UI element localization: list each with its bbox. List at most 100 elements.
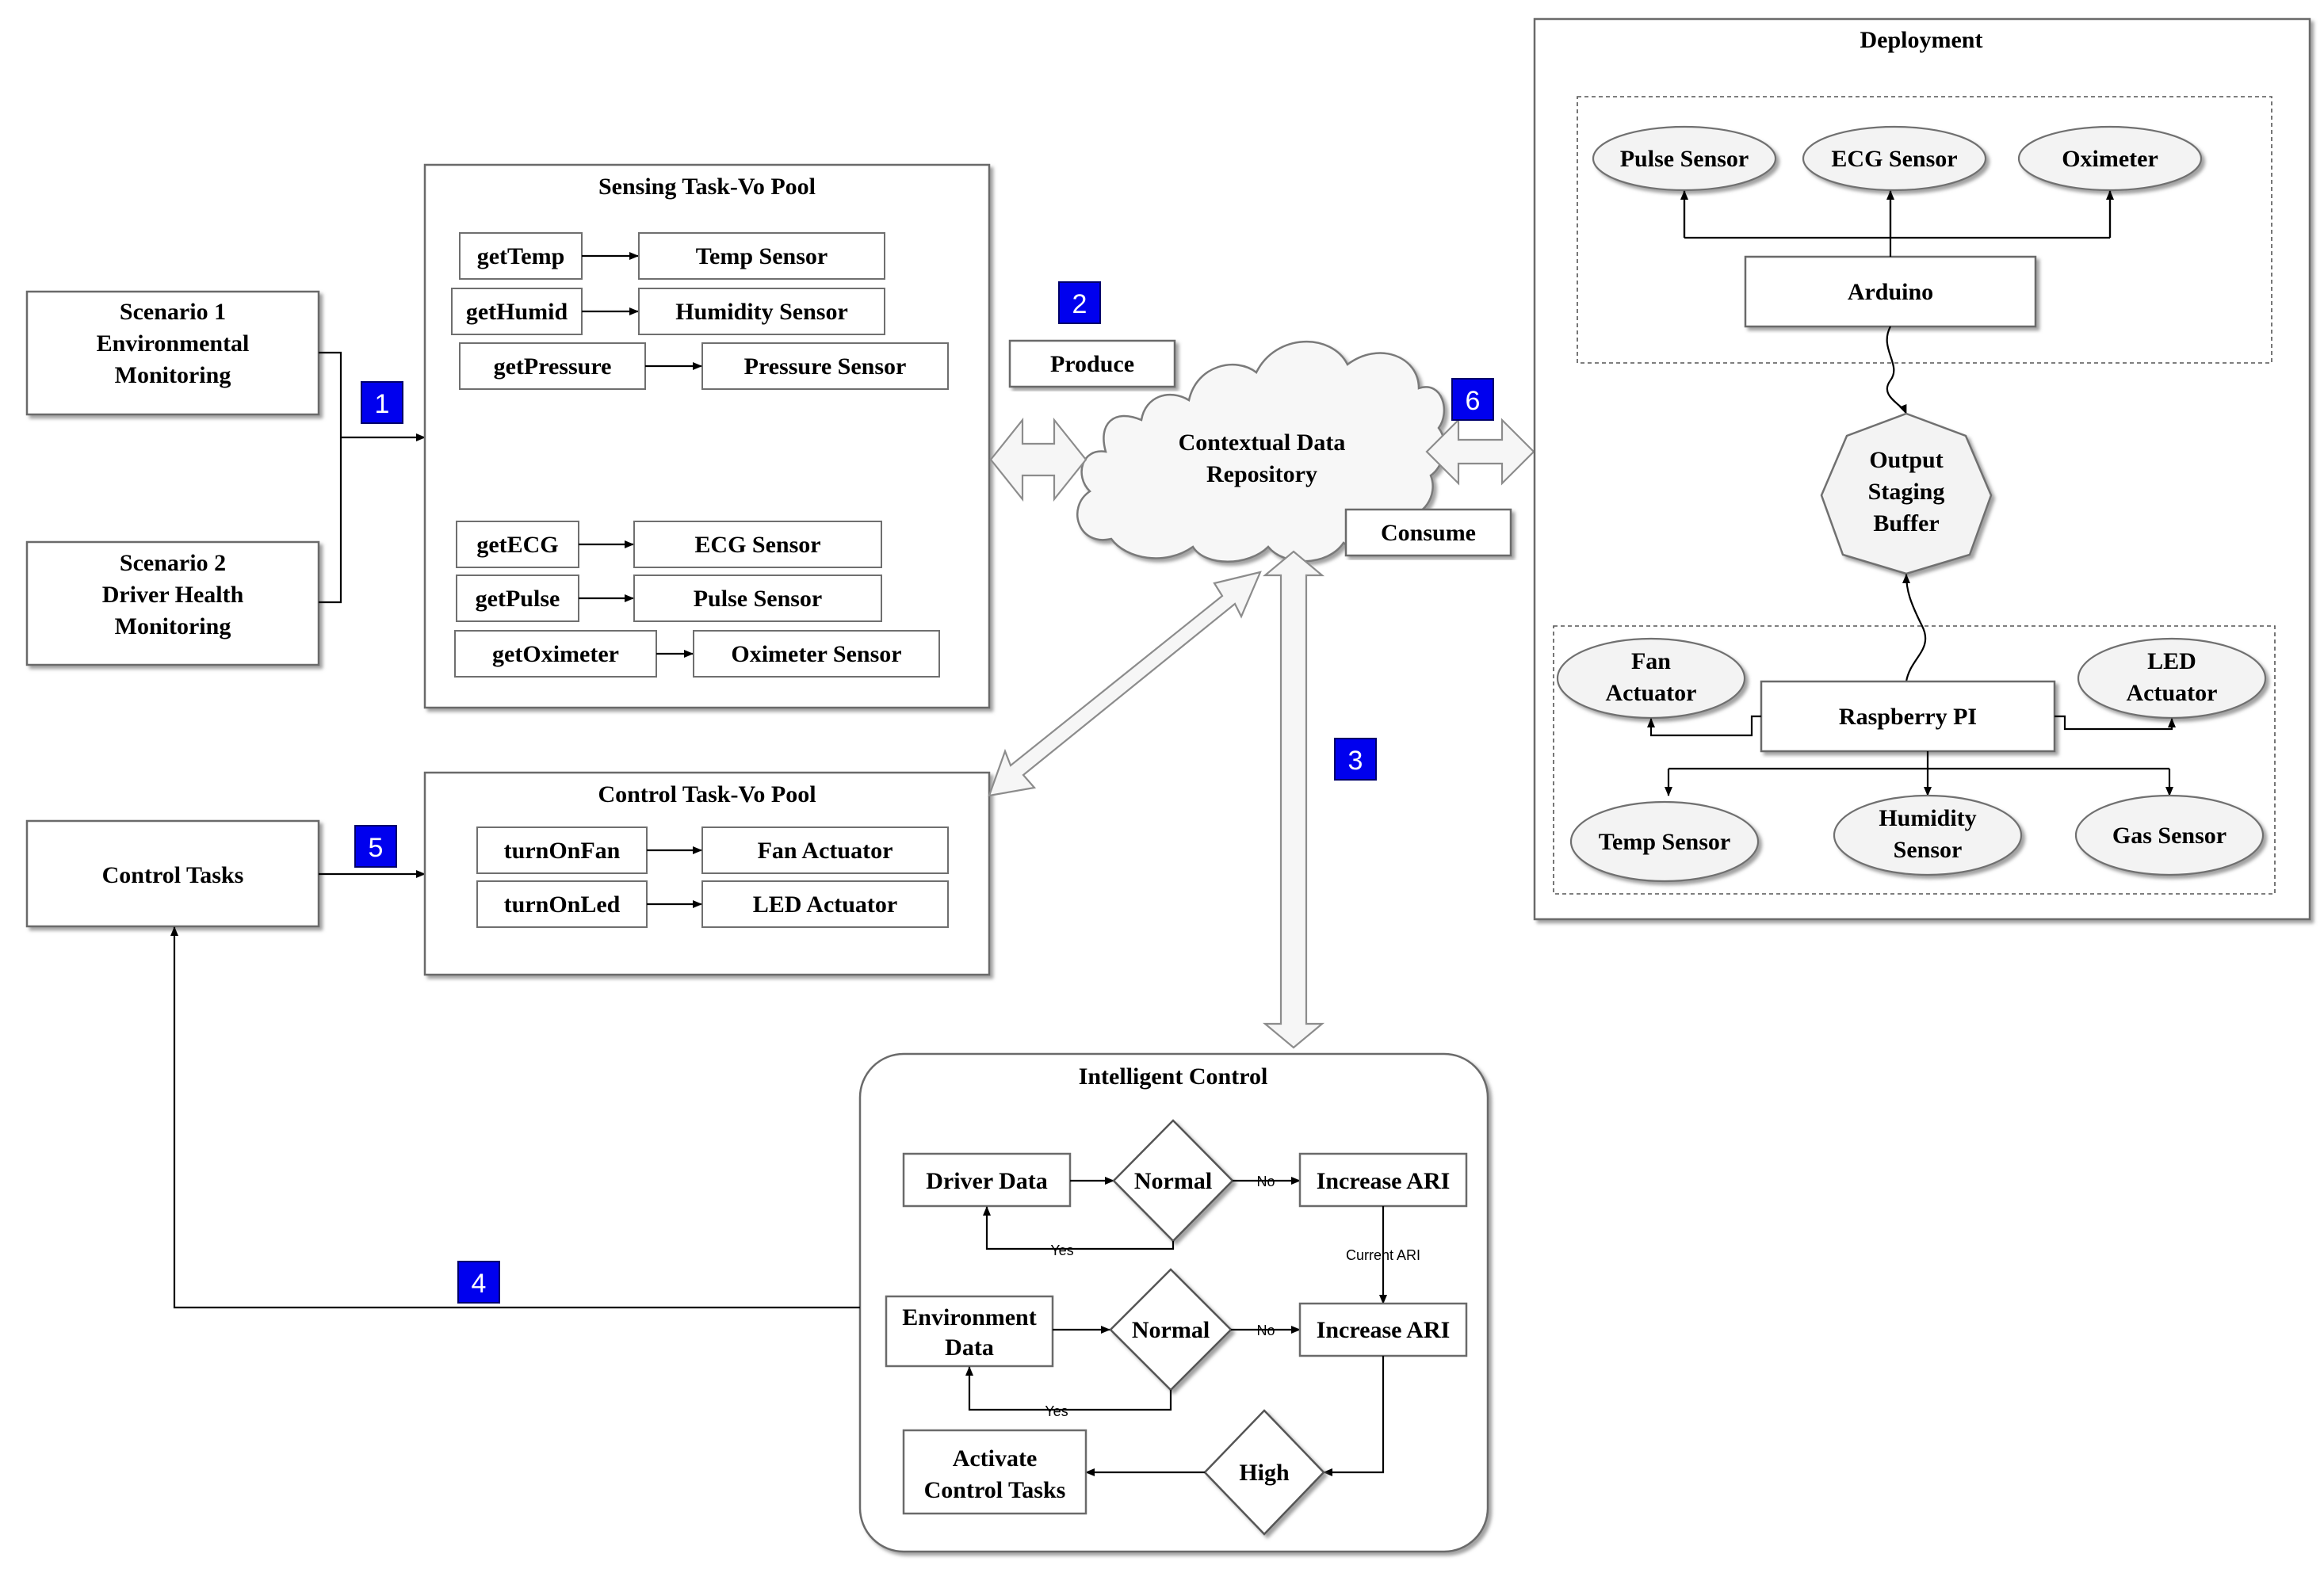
- badge-6-label: 6: [1466, 386, 1481, 416]
- device-ecg-sensor: ECG Sensor: [694, 532, 820, 558]
- scenario-2-line3: Monitoring: [115, 613, 231, 639]
- repository-label-1: Contextual Data: [1179, 429, 1346, 456]
- no-label-2: No: [1256, 1323, 1275, 1338]
- led-label-1: LED: [2147, 648, 2196, 674]
- control-row: turnOnFan Fan Actuator: [476, 826, 949, 874]
- scenario-1-title: Scenario 1: [120, 299, 226, 325]
- driver-data-box: [902, 1152, 1072, 1208]
- sensing-row: getPulse Pulse Sensor: [456, 575, 882, 622]
- task-turnonled: turnOnLed: [504, 891, 621, 918]
- device-led-actuator: LED Actuator: [753, 891, 898, 918]
- sensing-repository-double-arrow: [989, 417, 1087, 502]
- task-turnonfan: turnOnFan: [504, 838, 621, 864]
- device-humidity-sensor: Humidity Sensor: [675, 299, 848, 325]
- normal-1-label: Normal: [1134, 1168, 1212, 1194]
- humidity-label-2: Sensor: [1894, 837, 1963, 863]
- sensing-task-pool: Sensing Task-Vo Pool getTemp Temp Sensor…: [423, 163, 991, 709]
- badge-5: 5: [354, 825, 397, 868]
- output-staging-buffer: [1820, 412, 1993, 575]
- humidity-label-1: Humidity: [1879, 805, 1976, 831]
- sensing-row: getHumid Humidity Sensor: [451, 288, 885, 335]
- scenario-2-box: Scenario 2 Driver Health Monitoring: [25, 540, 320, 666]
- high-label: High: [1239, 1460, 1290, 1486]
- normal-2-label: Normal: [1132, 1317, 1210, 1343]
- increase-ari-label-1: Increase ARI: [1317, 1168, 1451, 1194]
- yes-label-1: Yes: [1050, 1243, 1073, 1258]
- sensing-row: getPressure Pressure Sensor: [459, 342, 949, 390]
- task-gettemp: getTemp: [477, 243, 565, 269]
- device-pulse-sensor: Pulse Sensor: [694, 586, 823, 612]
- control-pool-title: Control Task-Vo Pool: [598, 781, 816, 807]
- task-gethumid: getHumid: [466, 299, 568, 325]
- task-getpressure: getPressure: [494, 353, 612, 380]
- consume-box: Consume: [1344, 508, 1512, 557]
- arduino-box: [1744, 255, 2037, 328]
- sensing-row: getTemp Temp Sensor: [459, 232, 885, 280]
- device-temp-sensor: Temp Sensor: [696, 243, 828, 269]
- scenario-2-title: Scenario 2: [120, 550, 226, 576]
- yes-label-2: Yes: [1045, 1403, 1068, 1419]
- raspberry-group: [1553, 625, 2276, 895]
- temp-sensor-label: Temp Sensor: [1599, 829, 1730, 855]
- environment-data-label-1: Environment: [902, 1304, 1036, 1330]
- ecg-sensor-label: ECG Sensor: [1831, 146, 1957, 172]
- raspberry-pi-label: Raspberry PI: [1839, 704, 1977, 730]
- activate-control-tasks-box: [902, 1429, 1087, 1515]
- oximeter-label: Oximeter: [2062, 146, 2158, 172]
- buffer-label-3: Buffer: [1873, 510, 1939, 536]
- buffer-label-2: Staging: [1868, 479, 1945, 505]
- badge-4: 4: [457, 1261, 500, 1304]
- fan-label-1: Fan: [1631, 648, 1671, 674]
- device-fan-actuator: Fan Actuator: [758, 838, 893, 864]
- environment-data-label-2: Data: [945, 1334, 994, 1361]
- scenario-connector: [319, 351, 425, 604]
- gas-sensor-node: [2074, 794, 2265, 876]
- humidity-sensor-node: [1833, 794, 2023, 876]
- deployment-title: Deployment: [1860, 27, 1983, 53]
- sensing-pool-title: Sensing Task-Vo Pool: [598, 174, 816, 200]
- arduino-group: [1577, 96, 2272, 364]
- buffer-label-1: Output: [1869, 447, 1943, 473]
- task-getpulse: getPulse: [476, 586, 560, 612]
- repository-intelligent-control-double-arrow: [1262, 550, 1325, 1049]
- sensing-row: getECG ECG Sensor: [456, 521, 882, 568]
- arduino-label: Arduino: [1848, 279, 1933, 305]
- badge-5-label: 5: [369, 833, 384, 863]
- scenario-1-line2: Environmental: [97, 330, 250, 357]
- repository-control-pool-double-arrow: [988, 571, 1262, 797]
- badge-6: 6: [1451, 378, 1494, 421]
- task-getecg: getECG: [476, 532, 558, 558]
- badge-1-label: 1: [375, 389, 390, 419]
- badge-3-label: 3: [1348, 746, 1363, 776]
- activate-label-1: Activate: [953, 1445, 1038, 1472]
- badge-1: 1: [361, 381, 403, 424]
- intelligent-control-panel: Intelligent Control Driver Data Normal N…: [858, 1052, 1489, 1553]
- scenario-2-line2: Driver Health: [102, 582, 244, 608]
- increase-ari-box-2: [1298, 1302, 1468, 1357]
- deployment-panel: Deployment Pulse Sensor ECG Sensor Oxime…: [1533, 17, 2311, 921]
- sensing-row: getOximeter Oximeter Sensor: [454, 630, 940, 678]
- increase-ari-box-1: [1298, 1152, 1468, 1208]
- control-row: turnOnLed LED Actuator: [476, 880, 949, 928]
- fan-label-2: Actuator: [1606, 680, 1697, 706]
- badge-3: 3: [1334, 738, 1377, 781]
- repository-deployment-double-arrow: [1425, 418, 1535, 486]
- intelligent-control-title: Intelligent Control: [1079, 1063, 1268, 1090]
- device-pressure-sensor: Pressure Sensor: [744, 353, 907, 380]
- cloud-shape: [1076, 341, 1446, 563]
- task-getoximeter: getOximeter: [492, 641, 619, 667]
- repository-label-2: Repository: [1206, 461, 1317, 487]
- scenario-1-box: Scenario 1 Environmental Monitoring: [25, 290, 320, 416]
- pulse-sensor-label: Pulse Sensor: [1620, 146, 1749, 172]
- produce-box: Produce: [1008, 339, 1176, 388]
- badge-4-label: 4: [472, 1269, 487, 1299]
- environment-data-box: [885, 1295, 1054, 1368]
- produce-label: Produce: [1050, 351, 1134, 377]
- control-tasks-label: Control Tasks: [102, 862, 244, 888]
- increase-ari-label-2: Increase ARI: [1317, 1317, 1451, 1343]
- ecg-sensor-node: [1802, 125, 1987, 192]
- badge-2-label: 2: [1072, 289, 1087, 319]
- led-label-2: Actuator: [2127, 680, 2218, 706]
- feedback-to-control-tasks: [170, 926, 860, 1309]
